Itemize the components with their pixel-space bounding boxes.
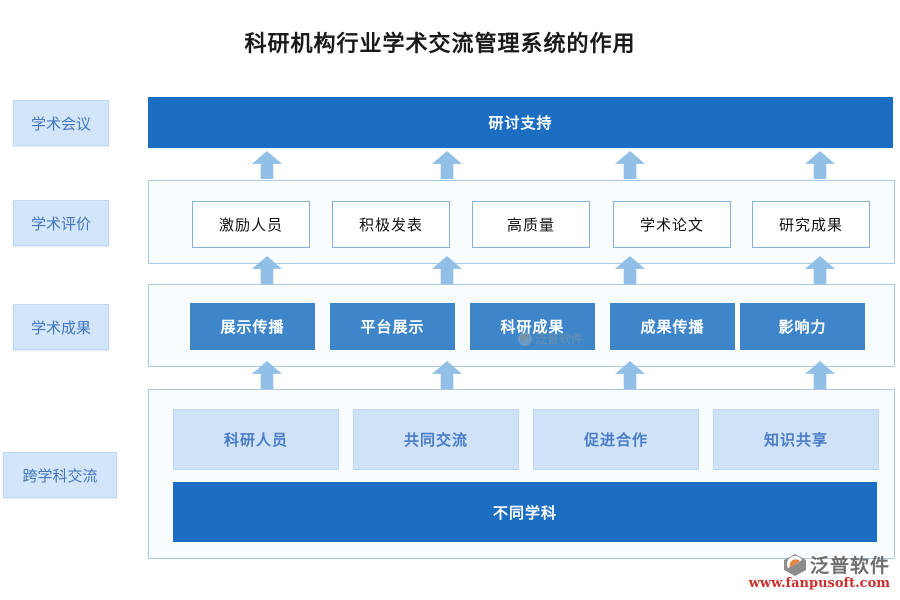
achievement-item: 平台展示	[330, 303, 455, 350]
brand-footer: 泛普软件 www.fanpusoft.com	[690, 551, 890, 591]
evaluation-item: 高质量	[472, 201, 590, 248]
bottom-bar-different-disciplines: 不同学科	[173, 482, 877, 542]
evaluation-item: 学术论文	[613, 201, 731, 248]
brand-name: 泛普软件	[809, 555, 890, 577]
arrow-up-icon	[252, 151, 282, 179]
brand-logo-icon	[783, 553, 806, 576]
interdisciplinary-item: 知识共享	[713, 409, 879, 470]
interdisciplinary-item: 科研人员	[173, 409, 339, 470]
top-bar-seminar-support: 研讨支持	[148, 97, 893, 148]
arrow-up-icon	[615, 151, 645, 179]
evaluation-item: 积极发表	[332, 201, 450, 248]
evaluation-item: 激励人员	[192, 201, 310, 248]
side-label-interdisciplinary-exchange: 跨学科交流	[3, 452, 117, 498]
brand-url[interactable]: www.fanpusoft.com	[748, 576, 890, 591]
page-title: 科研机构行业学术交流管理系统的作用	[244, 31, 636, 57]
achievement-item: 成果传播	[610, 303, 735, 350]
arrow-up-icon	[805, 151, 835, 179]
achievement-item: 科研成果	[470, 303, 595, 350]
side-label-academic-achievement: 学术成果	[13, 304, 109, 350]
evaluation-item: 研究成果	[752, 201, 870, 248]
interdisciplinary-item: 促进合作	[533, 409, 699, 470]
achievement-item: 影响力	[740, 303, 865, 350]
interdisciplinary-item: 共同交流	[353, 409, 519, 470]
side-label-academic-evaluation: 学术评价	[13, 200, 109, 246]
achievement-item: 展示传播	[190, 303, 315, 350]
side-label-academic-conference: 学术会议	[13, 100, 109, 146]
arrow-up-icon	[432, 151, 462, 179]
